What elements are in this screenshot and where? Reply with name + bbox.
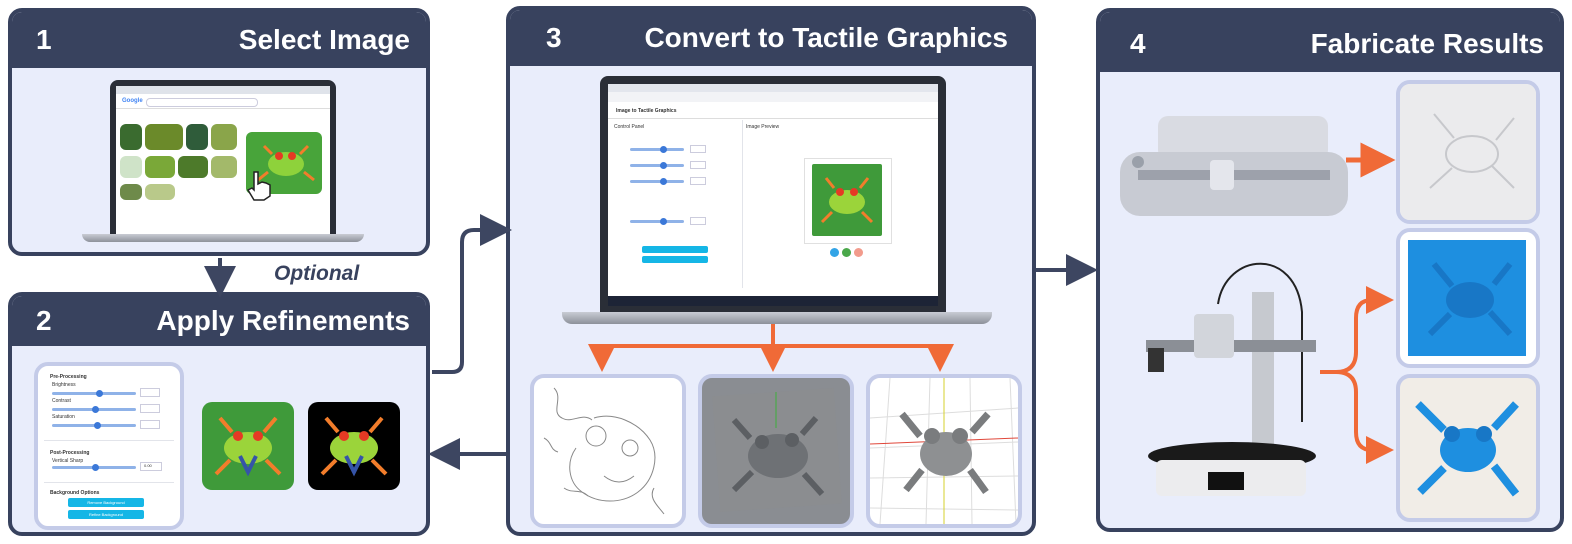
frog-image-original [202,402,294,490]
laptop-screen: Image to Tactile Graphics Control Panel … [600,76,946,312]
search-logo: Google [122,98,143,104]
frog-outline-icon [543,387,665,515]
orange-split-convert [588,324,954,372]
contrast-slider[interactable] [630,162,684,169]
frog-icon [820,177,874,224]
step-fabricate-panel: 4 Fabricate Results [1096,8,1564,532]
laptop-base [562,312,992,324]
3d-printer [1146,262,1316,496]
thumbnail[interactable] [211,124,237,150]
thumbnail[interactable] [120,124,142,150]
step-number: 3 [546,22,562,53]
vertical-sharp-value: 0.00 [144,463,152,468]
laptop-screen: Google [110,80,336,238]
vertical-sharp-value-box[interactable] [690,217,706,225]
thumbnail[interactable] [145,184,175,200]
background-options-label: Background Options [50,490,100,496]
brightness-slider[interactable] [630,146,684,153]
contrast-slider[interactable] [52,406,136,413]
pointer-hand-icon [246,171,271,201]
preview-frog-image [812,164,882,236]
saturation-value-box[interactable] [690,177,706,185]
search-input[interactable] [146,98,258,107]
step-title: Apply Refinements [156,305,410,336]
vertical-sharp-slider[interactable] [52,464,136,471]
remove-background-button[interactable]: Remove Background [68,498,144,507]
saturation-value-box[interactable] [140,420,160,429]
arrow-refine-to-convert [432,214,512,374]
brightness-value-box[interactable] [140,388,160,397]
thumbnail[interactable] [145,156,175,178]
step-select-image-panel: 1 Select Image Google [8,8,430,256]
mode-button-salmon[interactable] [854,248,863,257]
frog-3d-blue-icon [1415,401,1520,497]
thumbnail[interactable] [145,124,183,150]
step-convert-panel: 3 Convert to Tactile Graphics Image to T… [506,6,1036,536]
frog-icon [214,416,282,477]
printed-relief-result [1396,228,1540,368]
embossed-paper-result [1396,80,1540,224]
step-header: 4 Fabricate Results [1100,12,1560,72]
thumbnail[interactable] [120,156,142,178]
step-header: 1 Select Image [12,12,426,68]
cutting-machine [1120,116,1348,216]
step-title: Convert to Tactile Graphics [644,22,1008,53]
step-number: 1 [36,24,52,55]
step-title: Select Image [238,24,410,55]
contrast-value-box[interactable] [140,404,160,413]
frog-print-blue-icon [1408,240,1526,356]
step-number: 2 [36,305,52,336]
vertical-sharp-label: Vertical Sharp [52,458,84,464]
saturation-label: Saturation [52,414,75,420]
vertical-sharp-value-box[interactable]: 0.00 [140,462,162,471]
saturation-slider[interactable] [630,178,684,185]
step-title: Fabricate Results [1310,28,1544,59]
relief-model-output [698,374,854,528]
image-search-browser: Google [116,86,330,236]
saturation-slider[interactable] [52,422,136,429]
step-header: 3 Convert to Tactile Graphics [510,10,1032,66]
laptop-base [82,234,364,242]
refine-background-button[interactable] [642,256,708,263]
mode-button-blue[interactable] [830,248,839,257]
brightness-label: Brightness [52,382,76,388]
app-title: Image to Tactile Graphics [616,108,677,114]
line-drawing-output [530,374,686,528]
printed-3d-frog-result [1396,374,1540,522]
frog-emboss-icon [1400,84,1536,220]
frog-3d-icon [870,378,1018,524]
3d-model-output [866,374,1022,528]
refinement-controls-card: Pre-Processing Brightness Contrast Satur… [34,362,184,530]
vertical-sharp-slider[interactable] [630,218,684,225]
tactile-converter-app: Image to Tactile Graphics Control Panel … [608,84,938,306]
thumbnail[interactable] [211,156,237,178]
thumbnail[interactable] [120,184,142,200]
post-processing-label: Post-Processing [50,450,90,456]
frog-icon [257,144,315,182]
frog-image-background-removed [308,402,400,490]
optional-label: Optional [274,262,360,285]
thumbnail[interactable] [178,156,208,178]
brightness-value-box[interactable] [690,145,706,153]
refine-background-button[interactable]: Refine Background [68,510,144,519]
control-panel-label: Control Panel [614,124,645,130]
image-preview-label: Image Preview [746,124,780,130]
mode-button-green[interactable] [842,248,851,257]
frog-relief-icon [712,387,842,513]
remove-background-button[interactable] [642,246,708,253]
step-header: 2 Apply Refinements [12,296,426,346]
brightness-slider[interactable] [52,390,136,397]
os-taskbar [608,296,938,306]
contrast-label: Contrast [52,398,71,404]
frog-icon [320,416,388,477]
pre-processing-label: Pre-Processing [50,374,87,380]
orange-split-printer [1320,286,1394,464]
thumbnail[interactable] [186,124,208,150]
contrast-value-box[interactable] [690,161,706,169]
step-number: 4 [1130,28,1146,59]
